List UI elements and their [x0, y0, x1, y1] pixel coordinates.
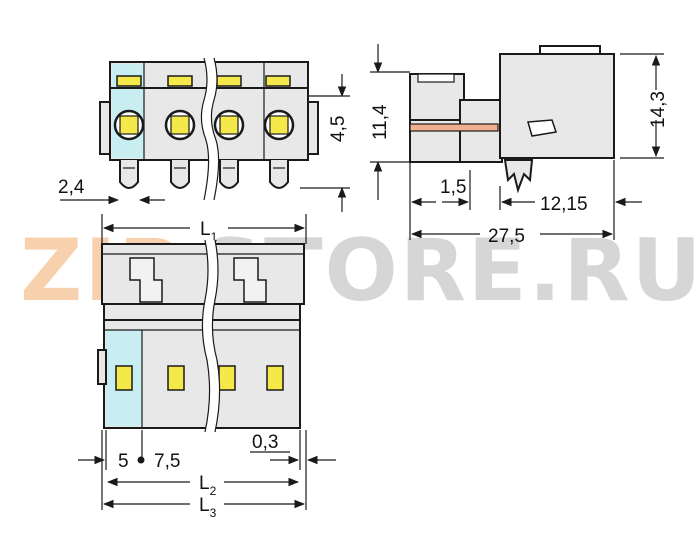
dim-4-5: 4,5	[328, 116, 349, 142]
dim-7-5: 7,5	[154, 451, 180, 472]
release-button-4	[265, 75, 291, 87]
dim-14-3: 14,3	[648, 91, 669, 128]
dim-5: 5	[118, 451, 129, 472]
side-slot	[527, 119, 557, 137]
release-button-3	[216, 75, 242, 87]
dim-L1: L1	[200, 219, 218, 244]
dim-0-3: 0,3	[252, 432, 278, 453]
front-pins	[119, 160, 289, 189]
dim-27-5: 27,5	[488, 226, 525, 247]
wire-entries	[113, 109, 295, 141]
bottom-break-gap	[202, 240, 220, 432]
bottom-button-3	[218, 365, 236, 391]
pitch-origin-dot	[137, 456, 145, 464]
dim-12-15: 12,15	[540, 194, 588, 215]
side-peg	[503, 159, 534, 194]
front-dims: 2,4 4,5	[58, 74, 350, 212]
bottom-button-4	[266, 365, 284, 391]
release-button-2	[167, 75, 193, 87]
bottom-button-2	[167, 365, 185, 391]
side-dims: 11,4 14,3 1,5 12,15 27,5	[370, 44, 669, 247]
bottom-dims: 5 7,5 0,3 L2 L3	[78, 430, 336, 520]
right-latch	[307, 101, 319, 155]
side-housing-right	[499, 53, 615, 159]
bottom-view: L1	[97, 214, 307, 433]
contact-pin	[409, 123, 499, 132]
front-view	[99, 57, 319, 201]
dim-L3: L3	[199, 495, 217, 520]
bottom-button-1	[115, 365, 133, 391]
side-housing-left	[409, 73, 465, 163]
bottom-side-latch	[97, 349, 107, 385]
dim-1-5: 1,5	[440, 177, 466, 198]
dim-L2: L2	[199, 473, 217, 498]
dim-11-4: 11,4	[370, 104, 391, 140]
dim-2-4: 2,4	[58, 177, 85, 198]
side-view	[409, 45, 615, 194]
release-button-1	[116, 75, 142, 87]
